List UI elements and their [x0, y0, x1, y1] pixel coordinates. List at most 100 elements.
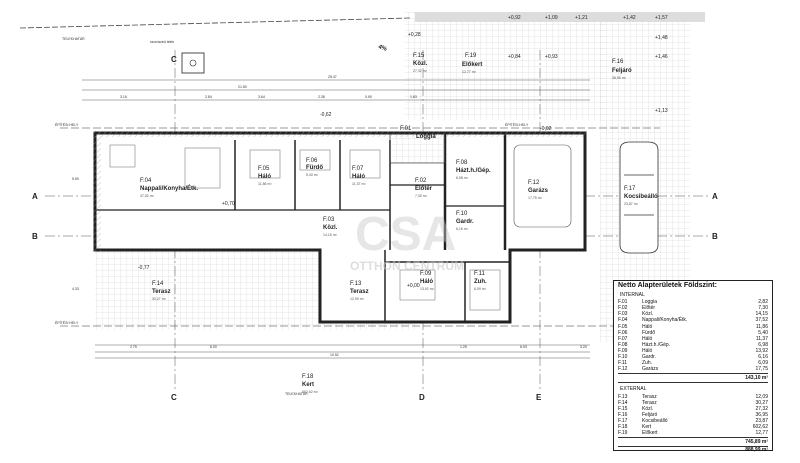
room-f04-name: Nappali/Konyha/Étk. — [140, 184, 198, 192]
dimension-label: 2.75 — [130, 345, 137, 349]
area-cell-area: 6,09 — [758, 360, 768, 367]
axis-c-bottom: C — [171, 393, 177, 402]
area-cell-id: F.17 — [618, 417, 628, 424]
dimension-label: 25.47 — [328, 75, 337, 79]
room-f07-area: 11,37 m² — [352, 182, 366, 186]
room-f17-area: 23,87 m² — [624, 202, 639, 206]
area-cell-id: F.08 — [618, 341, 628, 348]
room-f04-area: 37,52 m² — [140, 194, 155, 198]
room-f15-name: Közl. — [413, 61, 428, 67]
room-f10-id: F.10 — [456, 211, 468, 217]
area-cell-area: 23,87 — [755, 417, 768, 424]
room-f19-area: 12,77 m² — [462, 70, 477, 74]
room-f10-name: Gardr. — [456, 219, 474, 225]
room-f11-id: F.11 — [474, 271, 486, 277]
area-cell-name: Feljáró — [642, 411, 658, 418]
room-f18-name: Kert — [302, 382, 314, 388]
room-f19-id: F.19 — [465, 53, 477, 59]
axis-b-right: B — [712, 232, 718, 241]
area-cell-area: 27,32 — [755, 405, 768, 412]
area-cell-name: Háló — [642, 347, 653, 354]
area-cell-area: 12,77 — [755, 430, 768, 437]
area-table-title: Netto Alapterületek Földszint: — [618, 282, 717, 289]
paving-entrance — [405, 12, 605, 120]
parking-note: szomszéd telek — [150, 40, 174, 44]
level-markers: +0,00 -0,02 -0,62 -0,77 +0,70 +0,93 +1,0… — [138, 15, 668, 289]
wall-hatch-left — [93, 131, 101, 252]
room-f10-area: 6,16 m² — [456, 227, 469, 231]
area-cell-name: Közl. — [642, 405, 654, 412]
grand-total-value: 888,99 m² — [745, 447, 768, 454]
dimension-label: 10.52 — [330, 353, 339, 357]
room-f08-id: F.08 — [456, 160, 468, 166]
watermark-small: OTTHON CENTRUM — [350, 259, 464, 273]
room-f06-id: F.06 — [306, 158, 318, 164]
area-cell-name: Közl. — [642, 311, 654, 318]
room-f13-name: Terasz — [350, 289, 369, 295]
level-marker: -0,02 — [540, 126, 552, 132]
external-total: 745,89 m² — [618, 437, 768, 448]
room-f07-name: Háló — [352, 174, 365, 180]
dimension-label: 1.25 — [460, 345, 467, 349]
room-f07-id: F.07 — [352, 166, 364, 172]
area-cell-area: 12,09 — [755, 393, 768, 400]
area-cell-area: 14,15 — [755, 311, 768, 318]
area-cell-area: 7,30 — [758, 305, 768, 312]
level-marker: +1,13 — [655, 108, 668, 114]
room-f09-id: F.09 — [420, 271, 432, 277]
area-cell-name: Zuh. — [642, 360, 653, 367]
dimension-label: 21.50 — [238, 85, 247, 89]
room-f05-name: Háló — [258, 174, 271, 180]
room-f13-id: F.13 — [350, 281, 362, 287]
external-total-value: 745,89 m² — [745, 439, 768, 446]
area-cell-id: F.19 — [618, 430, 628, 437]
dimension-label: 4.33 — [72, 287, 79, 291]
dimension-label: 2.38 — [318, 95, 325, 99]
room-f05-area: 11,86 m² — [258, 182, 272, 186]
room-f19-name: Előkert — [462, 62, 482, 68]
neighbor-label: TELEKHATÁR — [62, 37, 85, 41]
area-cell-id: F.12 — [618, 366, 628, 373]
level-marker: +1,57 — [655, 15, 668, 21]
axis-a-left: A — [32, 192, 38, 201]
internal-header: INTERNAL — [620, 292, 645, 299]
room-f17-id: F.17 — [624, 186, 636, 192]
axis-c-top: C — [171, 55, 177, 64]
axis-b-left: B — [32, 232, 38, 241]
axis-d-bottom: D — [419, 393, 425, 402]
bottom-dimensions — [95, 344, 590, 359]
room-f02-area: 7,30 m² — [415, 194, 428, 198]
area-cell-name: Fürdő — [642, 329, 656, 336]
level-marker: +0,92 — [508, 15, 521, 21]
area-table: Netto Alapterületek Földszint: INTERNAL … — [613, 280, 773, 454]
room-f15-id: F.15 — [413, 53, 425, 59]
area-cell-id: F.02 — [618, 305, 628, 312]
roof-note: 4% — [377, 44, 388, 53]
dimension-label: 3.16 — [120, 95, 127, 99]
room-f11-area: 6,09 m² — [474, 287, 487, 291]
room-f08-name: Házt.h./Gép. — [456, 168, 491, 174]
area-cell-area: 30,27 — [755, 399, 768, 406]
level-marker: +0,70 — [222, 201, 235, 207]
level-marker: +1,46 — [655, 54, 668, 60]
area-cell-id: F.13 — [618, 393, 628, 400]
shaft-circle — [189, 59, 197, 67]
room-f04-id: F.04 — [140, 178, 152, 184]
area-cell-id: F.18 — [618, 423, 628, 430]
internal-total: 143,10 m² — [618, 373, 768, 384]
area-cell-name: Kert — [642, 423, 652, 430]
level-marker: +1,09 — [545, 15, 558, 21]
dimension-label: 5.50 — [72, 177, 79, 181]
room-f12-name: Garázs — [528, 188, 549, 194]
level-marker: +0,93 — [545, 54, 558, 60]
area-cell-id: F.07 — [618, 335, 628, 342]
